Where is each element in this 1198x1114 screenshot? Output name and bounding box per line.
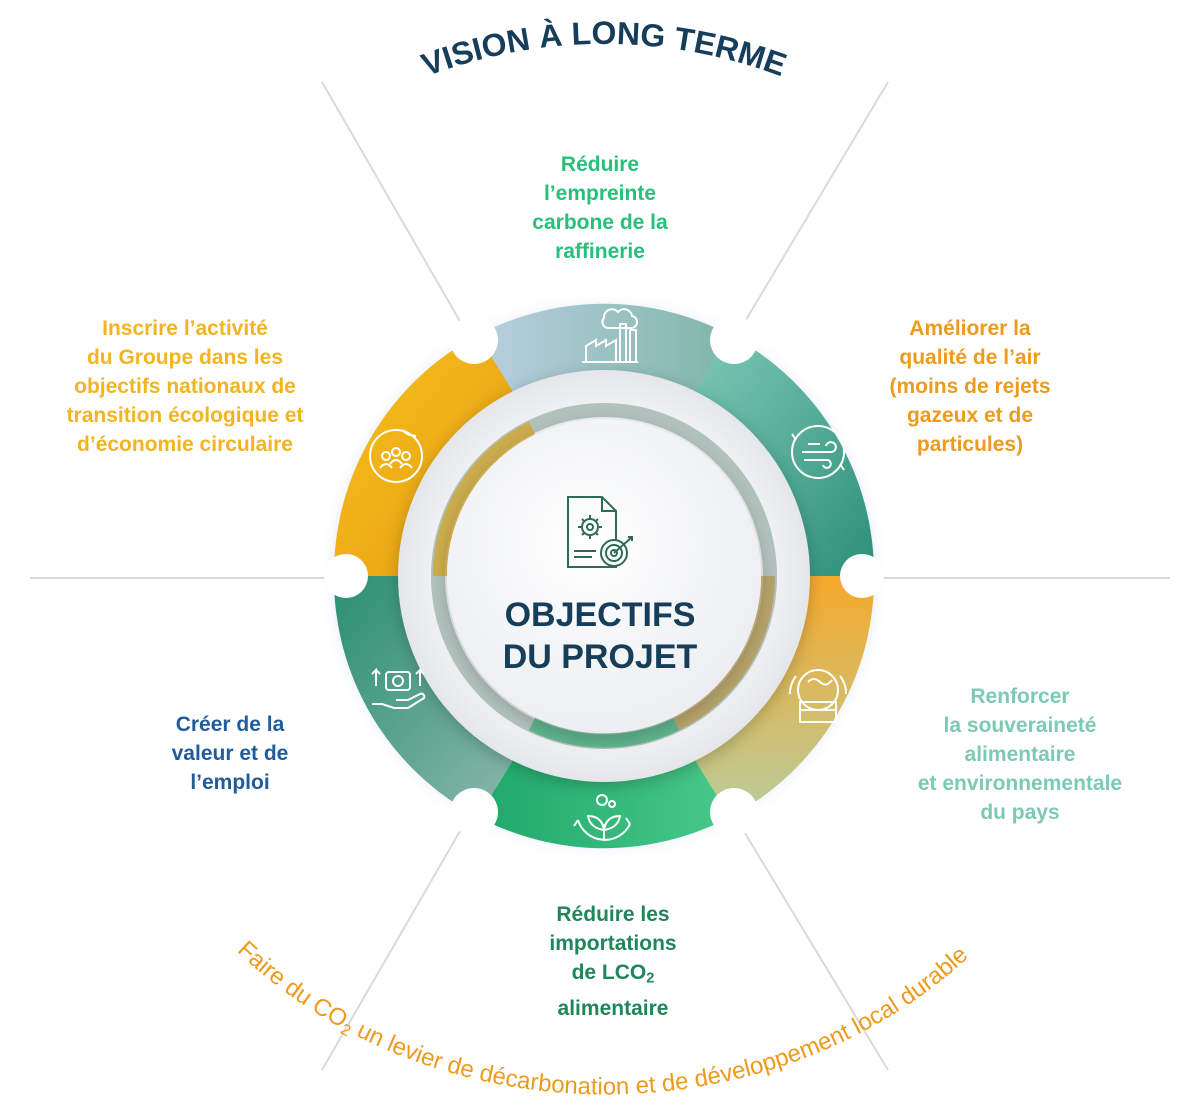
objective-lower-left-line: l’emploi xyxy=(190,771,270,794)
vision-title-text: VISION À LONG TERME xyxy=(417,15,791,83)
center-title-line1: OBJECTIFS xyxy=(504,596,696,634)
objective-top-line: Réduire xyxy=(560,153,640,176)
objective-upper-left-label: Inscrire l’activité du Groupe dans les o… xyxy=(30,314,340,459)
objective-upper-right-line: Améliorer la xyxy=(909,317,1031,340)
objective-lower-right-line: alimentaire xyxy=(964,743,1076,766)
objective-top-line: raffinerie xyxy=(555,240,645,263)
objective-lower-left-line: Créer de la xyxy=(175,713,285,736)
objective-upper-right-line: (moins de rejets xyxy=(889,375,1051,398)
objective-top-line: l’empreinte xyxy=(543,182,657,205)
objective-lower-left-label: Créer de la valeur et de l’emploi xyxy=(120,710,340,797)
center-core xyxy=(447,419,761,733)
objective-top-line: carbone de la xyxy=(532,211,668,234)
objective-bottom-line: de LCO2 xyxy=(490,958,736,994)
center-title: OBJECTIFS DU PROJET xyxy=(440,594,760,678)
divider-line-bottom-left xyxy=(321,799,479,1071)
objective-lower-left-line: valeur et de xyxy=(171,742,289,765)
segment-upper-right xyxy=(690,335,875,576)
segment-upper-left xyxy=(333,335,518,576)
objective-lower-right-line: Renforcer xyxy=(970,685,1070,708)
vision-title: VISION À LONG TERME xyxy=(417,15,791,83)
footer-text-part1: Faire du CO xyxy=(232,936,352,1034)
objective-lower-right-line: du pays xyxy=(980,801,1060,824)
segment-lower-right xyxy=(690,576,875,817)
segment-bottom xyxy=(478,752,730,849)
objective-upper-right-line: gazeux et de xyxy=(906,404,1034,427)
factory-co2-icon xyxy=(582,308,639,363)
objective-bottom-line: importations xyxy=(549,932,677,955)
objective-upper-right-line: qualité de l’air xyxy=(899,346,1041,369)
plant-o2-icon xyxy=(573,794,631,841)
air-cycle-icon xyxy=(791,425,845,479)
objective-bottom-label: Réduire les importations de LCO2 aliment… xyxy=(490,900,736,1023)
divider-lines xyxy=(30,81,1170,1071)
divider-line-top-right xyxy=(721,81,889,361)
objective-upper-right-line: particules) xyxy=(916,433,1024,456)
objective-lower-right-line: et environnementale xyxy=(917,772,1123,795)
globe-food-icon xyxy=(788,669,848,723)
objective-upper-right-label: Améliorer la qualité de l’air (moins de … xyxy=(850,314,1090,459)
objective-bottom-line: alimentaire xyxy=(557,996,669,1020)
objective-top-label: Réduire l’empreinte carbone de la raffin… xyxy=(470,150,730,266)
document-gear-target-icon xyxy=(567,496,633,568)
objective-upper-left-line: Inscrire l’activité xyxy=(102,317,268,340)
center-title-line2: DU PROJET xyxy=(502,638,698,676)
objective-bottom-lco-prefix: de LCO xyxy=(571,961,647,984)
people-globe-icon xyxy=(369,429,423,483)
outer-ring xyxy=(324,303,884,849)
objective-bottom-line: Réduire les xyxy=(556,903,670,926)
divider-line-bottom-right xyxy=(724,799,889,1071)
objective-lower-right-label: Renforcer la souveraineté alimentaire et… xyxy=(880,682,1160,827)
objective-lower-right-line: la souveraineté xyxy=(943,714,1097,737)
segment-top xyxy=(478,303,730,400)
objective-bottom-lco-sub: 2 xyxy=(646,970,655,987)
objective-upper-left-line: du Groupe dans les xyxy=(86,346,284,369)
objective-upper-left-line: d’économie circulaire xyxy=(77,433,293,456)
hand-value-icon xyxy=(371,667,426,709)
objective-upper-left-line: objectifs nationaux de xyxy=(74,375,296,398)
segment-lower-left xyxy=(333,576,518,817)
objective-upper-left-line: transition écologique et xyxy=(66,404,304,427)
divider-line-top-left xyxy=(321,81,481,357)
